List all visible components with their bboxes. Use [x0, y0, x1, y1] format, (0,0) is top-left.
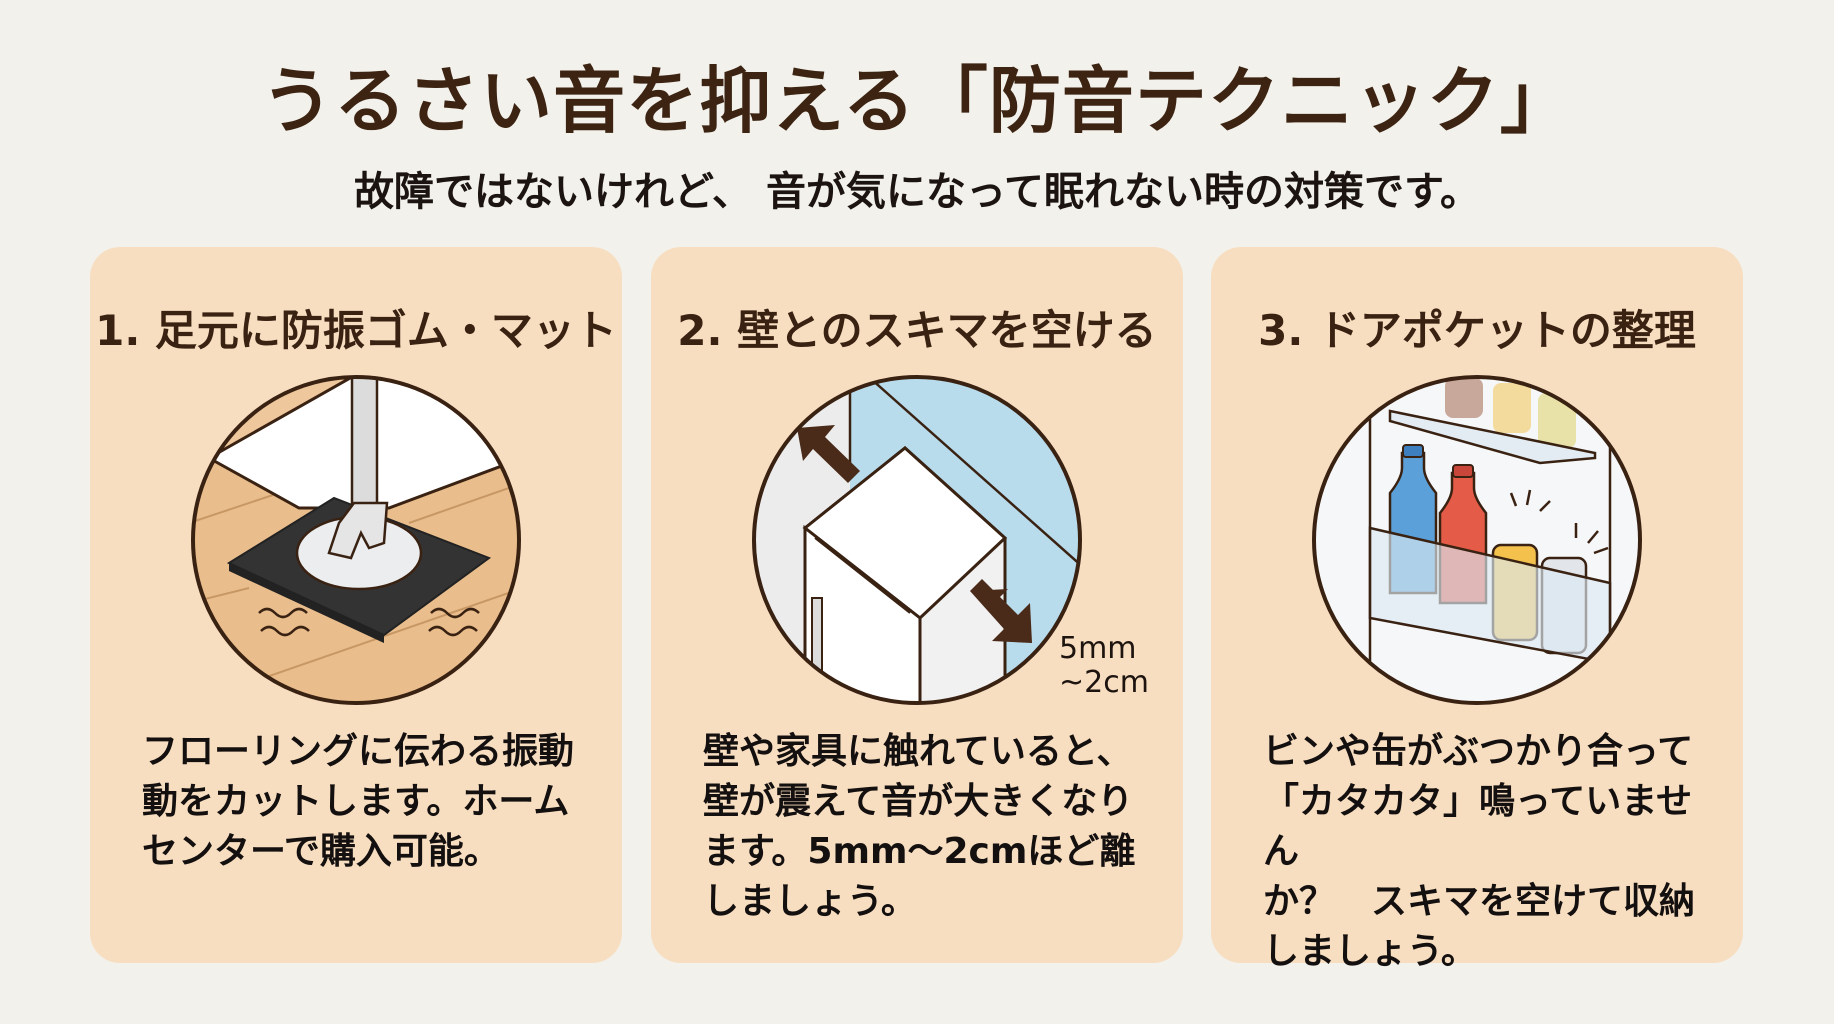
tip-card-wall-gap: 2. 壁とのスキマを空ける 5mm ~2cm 壁や家具に触れていると、 壁が震え… [651, 247, 1183, 963]
fridge-door-pocket-bottles-icon [1310, 373, 1644, 707]
card-title: 1. 足元に防振ゴム・マット [95, 306, 617, 355]
card-body-text: 壁や家具に触れていると、 壁が震えて音が大きくなり ます。5mm〜2cmほど離 … [703, 731, 1136, 922]
card-title: 2. 壁とのスキマを空ける [677, 306, 1157, 355]
page-subtitle: 故障ではないけれど、 音が気になって眠れない時の対策です。 [354, 169, 1480, 215]
fridge-foot-on-rubber-mat-icon [189, 373, 523, 707]
card-body-text: フローリングに伝わる振動 動をカットします。ホーム センターで購入可能。 [142, 731, 575, 872]
tip-card-rubber-mat: 1. 足元に防振ゴム・マット [90, 247, 622, 963]
page-title: うるさい音を抑える「防音テクニック」 [261, 59, 1573, 143]
gap-measurement-label: 5mm ~2cm [1059, 631, 1149, 700]
fridge-wall-gap-icon [750, 373, 1084, 707]
tip-card-door-pocket: 3. ドアポケットの整理 [1211, 247, 1743, 972]
card-body-text: ビンや缶がぶつかり合って 「カタカタ」鳴っていません か？ スキマを空けて収納 … [1263, 731, 1696, 972]
card-title: 3. ドアポケットの整理 [1258, 306, 1696, 355]
